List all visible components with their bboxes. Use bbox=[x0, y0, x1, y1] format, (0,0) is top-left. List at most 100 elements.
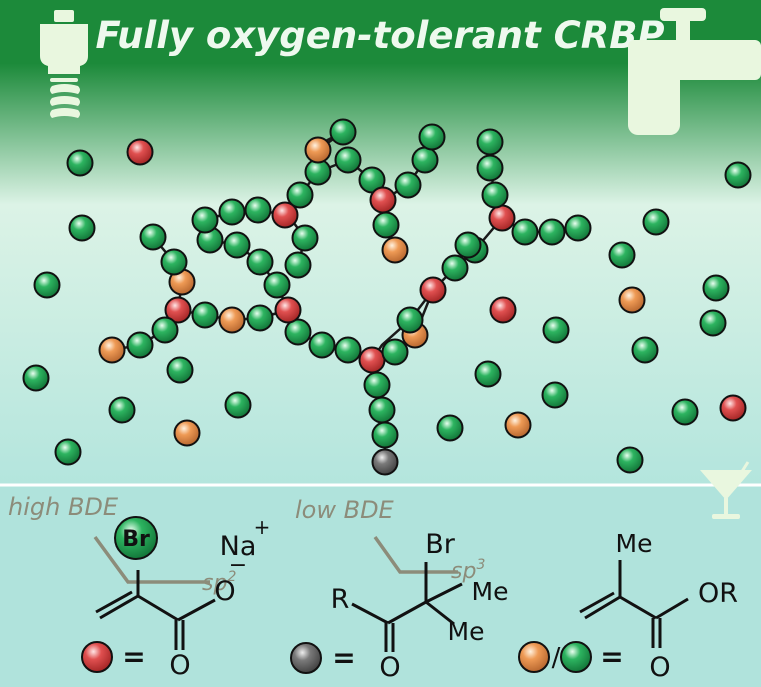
green-bead bbox=[511, 218, 539, 246]
green-bead bbox=[702, 274, 730, 302]
green-bead bbox=[411, 146, 439, 174]
green-bead bbox=[284, 318, 312, 346]
green-bead bbox=[151, 316, 179, 344]
green-bead bbox=[33, 271, 61, 299]
green-bead bbox=[616, 446, 644, 474]
green-bead bbox=[54, 438, 82, 466]
green-bead bbox=[263, 271, 291, 299]
sp2-label: sp2 bbox=[202, 569, 236, 596]
green-bead bbox=[334, 146, 362, 174]
legend-green-bead bbox=[560, 641, 592, 673]
gray-bead bbox=[371, 448, 399, 476]
orange-bead bbox=[173, 419, 201, 447]
initiator-structure: low BDE sp3 Br R Me Me O = bbox=[290, 496, 509, 683]
red-bead bbox=[489, 296, 517, 324]
green-bead bbox=[246, 304, 274, 332]
green-bead bbox=[363, 371, 391, 399]
polymer-beads bbox=[22, 118, 752, 476]
initiator-o-double: O bbox=[379, 652, 400, 683]
green-bead bbox=[631, 336, 659, 364]
green-bead bbox=[481, 181, 509, 209]
green-bead bbox=[542, 316, 570, 344]
initiator-br: Br bbox=[425, 529, 456, 560]
green-bead bbox=[191, 301, 219, 329]
green-bead bbox=[381, 338, 409, 366]
monomer-me: Me bbox=[616, 529, 653, 558]
green-bead bbox=[160, 248, 188, 276]
green-bead bbox=[334, 336, 362, 364]
cocktail-glass-icon bbox=[700, 461, 752, 519]
green-bead bbox=[418, 123, 446, 151]
green-bead bbox=[541, 381, 569, 409]
green-bead bbox=[286, 181, 314, 209]
green-bead bbox=[372, 211, 400, 239]
green-bead bbox=[108, 396, 136, 424]
orange-bead bbox=[618, 286, 646, 314]
title: Fully oxygen-tolerant CRBP bbox=[95, 14, 664, 57]
green-bead bbox=[284, 251, 312, 279]
green-bead bbox=[476, 154, 504, 182]
inimer-br: Br bbox=[122, 527, 150, 552]
green-bead bbox=[538, 218, 566, 246]
orange-bead bbox=[304, 136, 332, 164]
initiator-me-1: Me bbox=[472, 577, 509, 606]
inimer-structure: high BDE sp2 Br O − Na + O = bbox=[8, 493, 270, 681]
green-bead bbox=[564, 214, 592, 242]
light-bulb-icon bbox=[40, 10, 88, 118]
green-bead bbox=[724, 161, 752, 189]
inimer-anion-charge: − bbox=[229, 553, 247, 578]
monomer-o-double: O bbox=[649, 652, 670, 683]
green-bead bbox=[244, 196, 272, 224]
orange-bead bbox=[98, 336, 126, 364]
green-bead bbox=[394, 171, 422, 199]
monomer-equals: = bbox=[600, 640, 623, 673]
green-bead bbox=[329, 118, 357, 146]
green-bead bbox=[441, 254, 469, 282]
green-bead bbox=[139, 223, 167, 251]
green-bead bbox=[671, 398, 699, 426]
green-bead bbox=[68, 214, 96, 242]
high-bde-marker bbox=[93, 535, 210, 584]
legend-gray-bead bbox=[290, 642, 322, 674]
green-bead bbox=[224, 391, 252, 419]
green-bead bbox=[223, 231, 251, 259]
red-bead bbox=[719, 394, 747, 422]
initiator-equals: = bbox=[332, 641, 355, 674]
green-bead bbox=[246, 248, 274, 276]
sp3-label: sp3 bbox=[451, 557, 485, 584]
low-bde-marker bbox=[373, 535, 458, 574]
water-tap-icon bbox=[628, 8, 761, 135]
green-bead bbox=[218, 198, 246, 226]
initiator-r: R bbox=[331, 584, 350, 615]
orange-bead bbox=[381, 236, 409, 264]
green-bead bbox=[396, 306, 424, 334]
high-bde-label: high BDE bbox=[8, 493, 119, 521]
monomer-or: OR bbox=[698, 578, 738, 609]
green-bead bbox=[368, 396, 396, 424]
green-bead bbox=[436, 414, 464, 442]
red-bead bbox=[274, 296, 302, 324]
orange-bead bbox=[218, 306, 246, 334]
monomer-structure: Me OR O / = bbox=[518, 529, 738, 683]
green-bead bbox=[66, 149, 94, 177]
legend-orange-bead bbox=[518, 641, 550, 673]
green-bead bbox=[608, 241, 636, 269]
green-bead bbox=[308, 331, 336, 359]
red-bead bbox=[358, 346, 386, 374]
green-bead bbox=[699, 309, 727, 337]
green-bead bbox=[291, 224, 319, 252]
inimer-equals: = bbox=[122, 640, 145, 673]
green-bead bbox=[22, 364, 50, 392]
inimer-cation-charge: + bbox=[254, 515, 271, 539]
br-green-bead bbox=[114, 516, 158, 560]
legend-red-bead bbox=[81, 641, 113, 673]
red-bead bbox=[488, 204, 516, 232]
red-bead bbox=[126, 138, 154, 166]
green-bead bbox=[454, 231, 482, 259]
red-bead bbox=[271, 201, 299, 229]
green-bead bbox=[126, 331, 154, 359]
inimer-o-double: O bbox=[169, 650, 190, 681]
green-bead bbox=[642, 208, 670, 236]
green-bead bbox=[166, 356, 194, 384]
